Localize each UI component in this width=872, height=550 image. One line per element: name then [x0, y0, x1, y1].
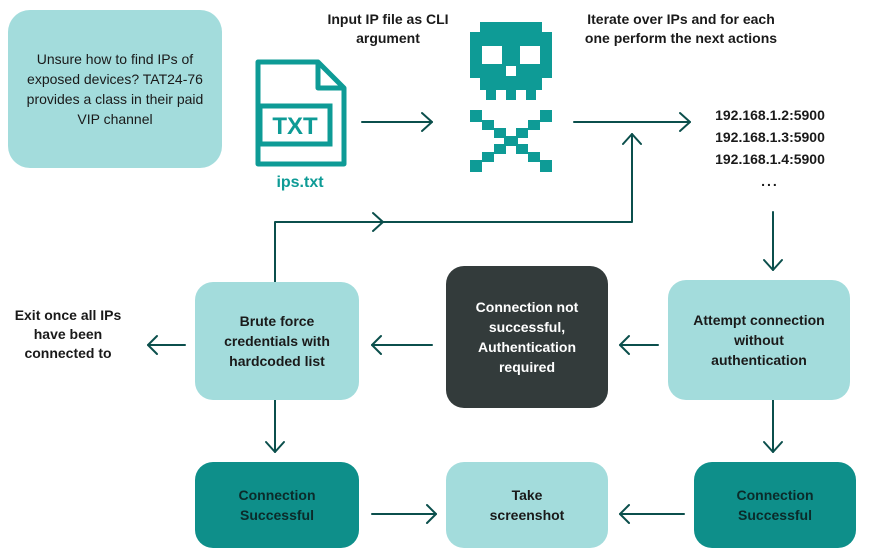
connection-not-successful-box: Connection not successful, Authenticatio… — [446, 266, 608, 408]
attempt-connection-box: Attempt connection without authenticatio… — [668, 280, 850, 400]
vip-class-note: Unsure how to find IPs of exposed device… — [8, 10, 222, 168]
file-name: ips.txt — [276, 174, 324, 191]
input-file-label: Input IP file as CLI argument — [327, 11, 449, 46]
txt-file-icon-text: TXT — [272, 113, 318, 140]
ip-list: 192.168.1.2:5900 192.168.1.3:5900 192.16… — [700, 104, 840, 192]
exit-label: Exit once all IPs have been connected to — [14, 307, 122, 361]
connection-successful-left-box: Connection Successful — [195, 462, 359, 548]
ip-item: 192.168.1.3:5900 — [715, 129, 825, 145]
brute-force-box: Brute force credentials with hardcoded l… — [195, 282, 359, 400]
skull-crossbones-icon — [470, 22, 552, 172]
ip-item: 192.168.1.2:5900 — [715, 107, 825, 123]
take-screenshot-box: Take screenshot — [446, 462, 608, 548]
ip-ellipsis: ... — [761, 173, 779, 189]
connection-successful-right-box: Connection Successful — [694, 462, 856, 548]
iterate-label: Iterate over IPs and for each one perfor… — [584, 11, 778, 46]
txt-file-icon: TXT — [255, 59, 347, 167]
ip-item: 192.168.1.4:5900 — [715, 151, 825, 167]
